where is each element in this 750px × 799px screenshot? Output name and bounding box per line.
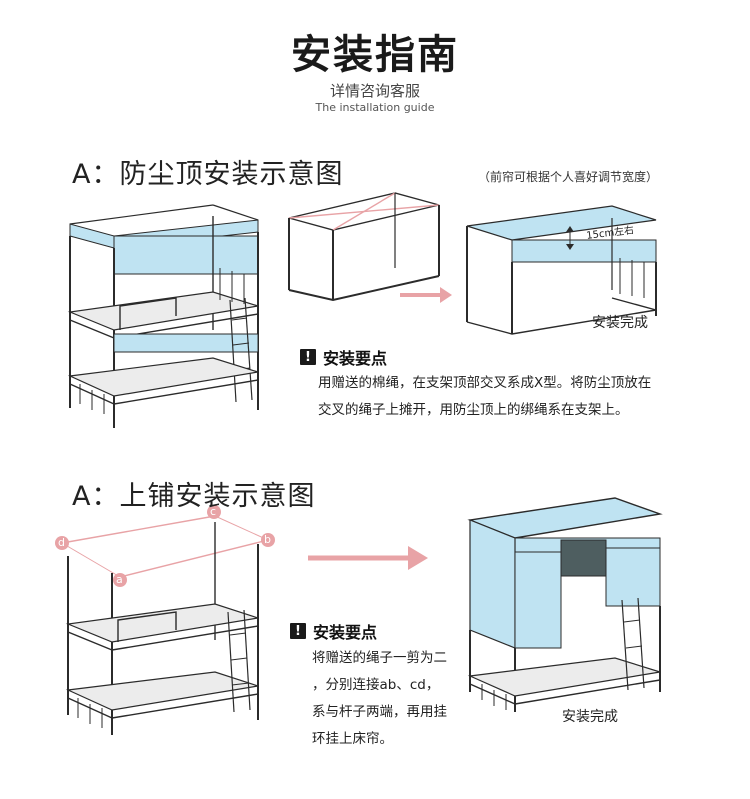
- corner-label-b: b: [264, 533, 271, 546]
- width-note: （前帘可根据个人喜好调节宽度）: [478, 170, 659, 184]
- frame-x-rope-illustration: [288, 192, 440, 302]
- install-done-label-b: 安装完成: [562, 709, 618, 725]
- key-points-line: 环挂上床帘。: [312, 731, 393, 747]
- installed-curtain-illustration: [467, 497, 663, 712]
- key-points-heading-a: ! 安装要点: [300, 345, 387, 369]
- exclamation-square-icon: !: [300, 349, 316, 365]
- bunk-bed-illustration-a: [67, 204, 259, 428]
- install-done-label-a: 安装完成: [592, 315, 648, 331]
- right-arrow-icon: [400, 287, 452, 303]
- key-points-title-a: 安装要点: [323, 349, 388, 368]
- corner-label-c: c: [210, 505, 217, 518]
- key-points-line: 系与杆子两端，再用挂: [312, 704, 447, 720]
- key-points-line: 交叉的绳子上摊开，用防尘顶上的绑绳系在支架上。: [318, 402, 629, 418]
- key-points-line: 将赠送的绳子一剪为二: [312, 650, 447, 666]
- key-points-line: 用赠送的棉绳，在支架顶部交叉系成X型。将防尘顶放在: [318, 375, 652, 391]
- page-title: 安装指南: [291, 32, 459, 78]
- corner-label-a: a: [116, 573, 123, 586]
- right-arrow-icon-b: [308, 546, 428, 570]
- exclamation-square-icon: !: [290, 623, 306, 639]
- page-subtitle-en: The installation guide: [315, 101, 435, 114]
- section-upper-bunk-title: A：上铺安装示意图: [72, 481, 316, 512]
- key-points-line: ，分别连接ab、cd，: [312, 677, 440, 693]
- key-points-text-a: 用赠送的棉绳，在支架顶部交叉系成X型。将防尘顶放在 交叉的绳子上摊开，用防尘顶上…: [318, 370, 708, 424]
- installed-dust-top-illustration: [466, 205, 657, 335]
- section-dust-top-title: A：防尘顶安装示意图: [72, 159, 344, 190]
- key-points-text-b: 将赠送的绳子一剪为二 ，分别连接ab、cd， 系与杆子两端，再用挂 环挂上床帘。: [312, 645, 472, 753]
- corner-label-d: d: [58, 536, 65, 549]
- key-points-heading-b: ! 安装要点: [290, 619, 377, 643]
- upper-bunk-frame-illustration: [61, 515, 269, 735]
- page-subtitle: 详情咨询客服: [329, 82, 420, 100]
- rope-corner-markers: [55, 505, 275, 587]
- key-points-title-b: 安装要点: [313, 623, 378, 642]
